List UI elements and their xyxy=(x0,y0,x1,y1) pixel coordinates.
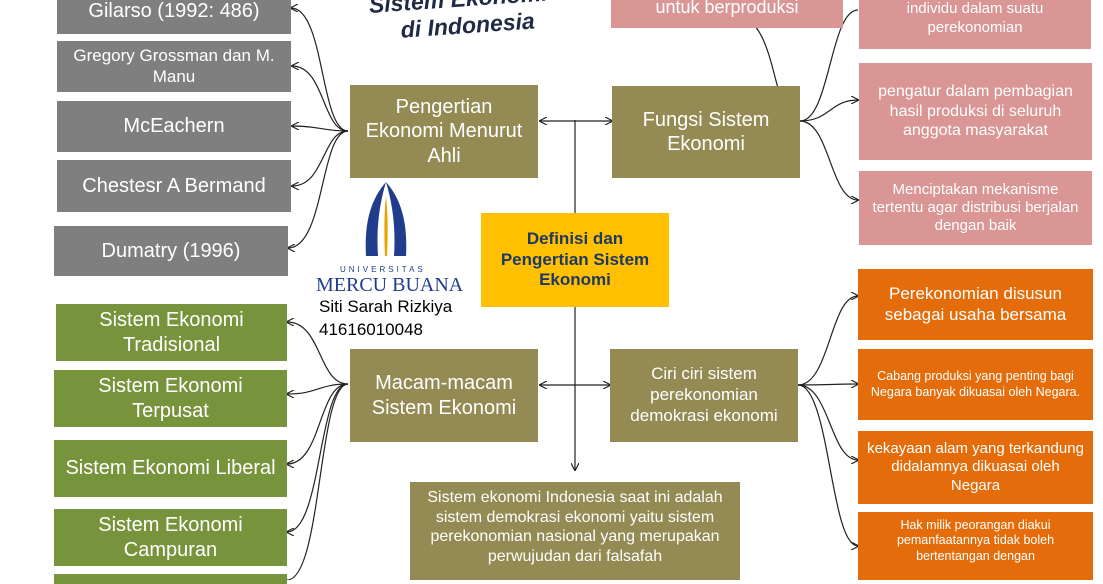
ahli-box-bermand: Chestesr A Bermand xyxy=(57,160,291,212)
ahli-box-dumatry: Dumatry (1996) xyxy=(54,226,288,276)
fungsi-item-individu: individu dalam suatu perekonomian xyxy=(859,0,1091,49)
center-definition-box: Definisi dan Pengertian Sistem Ekonomi xyxy=(481,213,669,307)
logo-name-text: MERCU BUANA xyxy=(316,274,464,296)
fungsi-item-pengatur: pengatur dalam pembagian hasil produksi … xyxy=(859,63,1092,160)
ahli-box-gilarso: Gilarso (1992: 486) xyxy=(57,0,291,34)
author-name: Siti Sarah Rizkiya xyxy=(319,297,453,316)
macam-box-campuran: Sistem Ekonomi Campuran xyxy=(54,509,287,566)
macam-box-terpusat: Sistem Ekonomi Terpusat xyxy=(54,370,287,427)
pengertian-box: Pengertian Ekonomi Menurut Ahli xyxy=(350,85,538,178)
sistem-ekonomi-indonesia-box: Sistem ekonomi Indonesia saat ini adalah… xyxy=(410,482,740,580)
mercu-buana-logo-icon xyxy=(365,182,407,256)
ciri-item-cabang-produksi: Cabang produksi yang penting bagi Negara… xyxy=(858,349,1093,420)
ciri-item-hak-milik: Hak milik peorangan diakui pemanfaatanny… xyxy=(858,512,1093,580)
ciri-item-kekayaan-alam: kekayaan alam yang terkandung didalamnya… xyxy=(858,431,1093,504)
author-id: 41616010048 xyxy=(319,320,424,339)
ahli-box-grossman: Gregory Grossman dan M. Manu xyxy=(57,41,291,92)
ciri-item-usaha-bersama: Perekonomian disusun sebagai usaha bersa… xyxy=(858,269,1093,340)
macam-box: Macam-macam Sistem Ekonomi xyxy=(350,349,538,442)
ciri-box: Ciri ciri sistem perekonomian demokrasi … xyxy=(610,349,798,442)
fungsi-item-mekanisme: Menciptakan mekanisme tertentu agar dist… xyxy=(859,171,1092,245)
macam-box-partial xyxy=(54,574,287,584)
macam-box-tradisional: Sistem Ekonomi Tradisional xyxy=(56,304,287,361)
macam-box-liberal: Sistem Ekonomi Liberal xyxy=(54,440,287,497)
ahli-box-mceachern: McEachern xyxy=(57,101,291,152)
fungsi-item-berproduksi: untuk berproduksi xyxy=(611,0,843,28)
logo-universitas-text: UNIVERSITAS xyxy=(340,265,426,274)
fungsi-box: Fungsi Sistem Ekonomi xyxy=(612,86,800,178)
